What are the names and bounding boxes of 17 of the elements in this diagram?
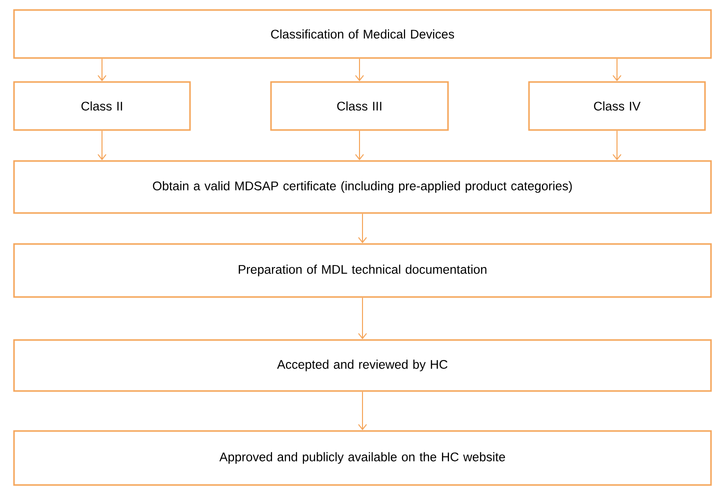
arrow — [612, 130, 622, 160]
process-box: Obtain a valid MDSAP certificate (including pre-applied product categories) — [13, 160, 712, 214]
process-box: Class III — [270, 81, 449, 131]
arrow — [98, 58, 106, 82]
process-box: Approved and publicly available on the HC website — [13, 430, 712, 486]
arrow — [355, 58, 364, 82]
process-box: Accepted and reviewed by HC — [13, 339, 712, 392]
process-box: Preparation of MDL technical documentation — [13, 243, 712, 298]
arrow — [355, 130, 364, 160]
process-box: Classification of Medical Devices — [13, 9, 712, 59]
process-box: Class II — [13, 81, 191, 131]
arrow — [612, 58, 622, 82]
arrow — [358, 391, 367, 430]
process-box: Class IV — [528, 81, 706, 131]
arrow — [358, 213, 367, 244]
arrow — [358, 297, 367, 340]
arrow — [98, 130, 106, 160]
